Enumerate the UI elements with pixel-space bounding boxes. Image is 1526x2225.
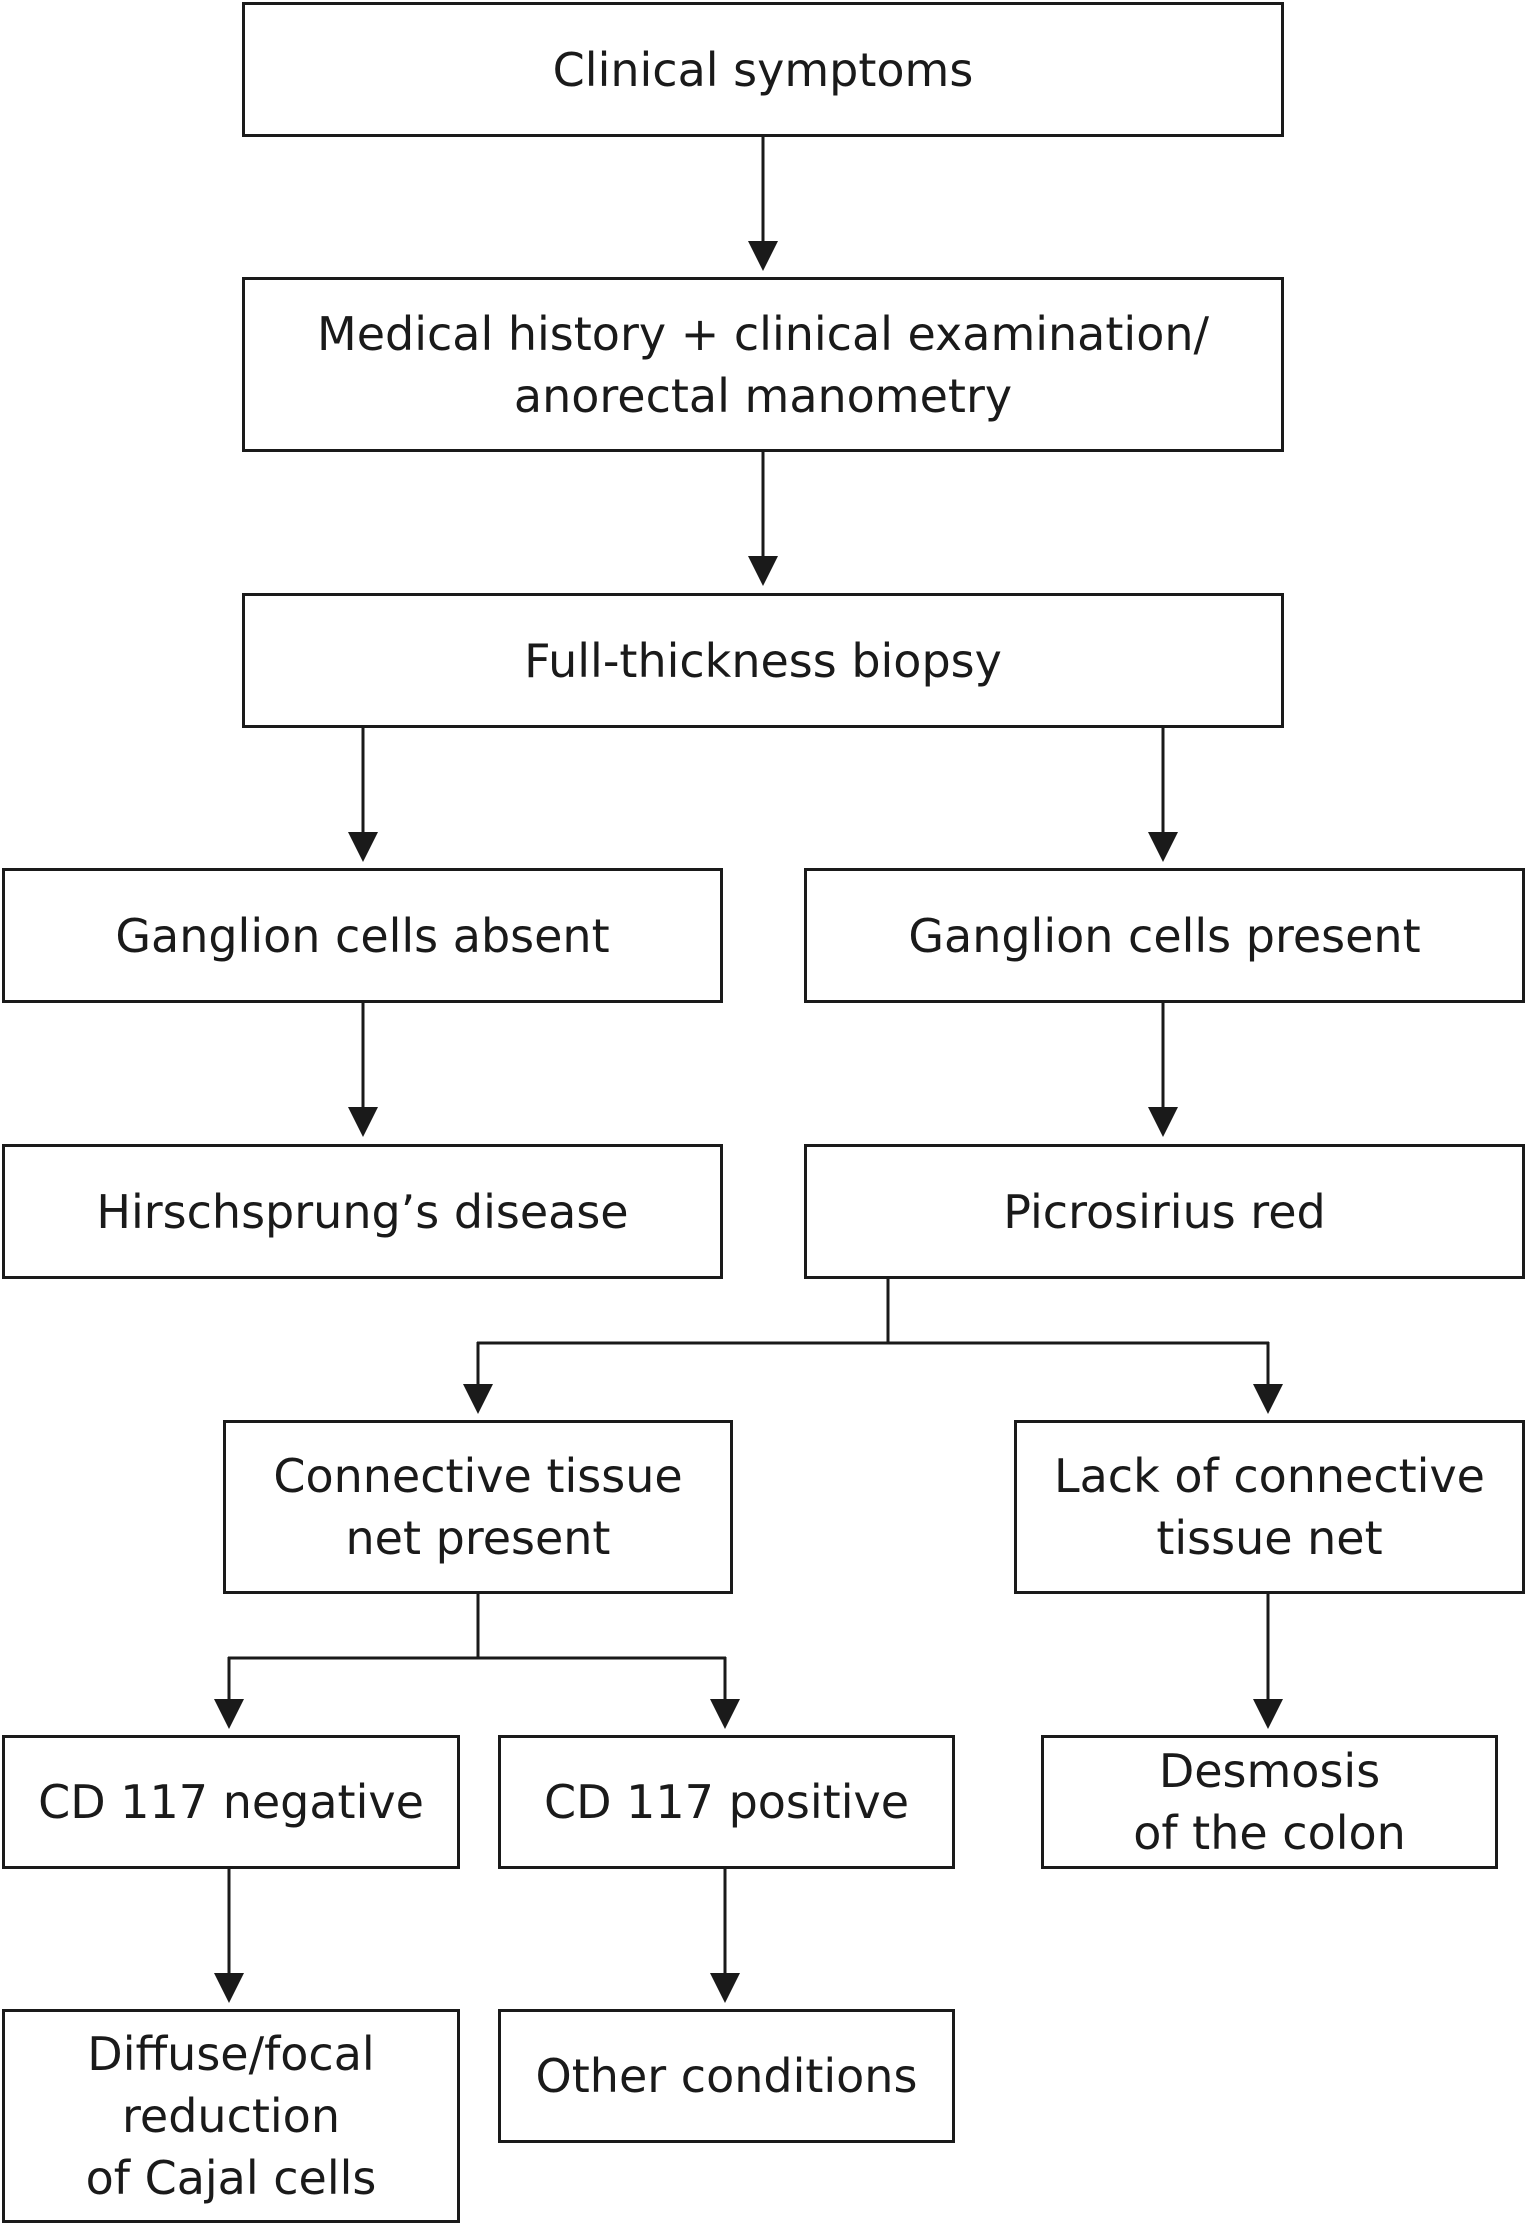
node-connective-tissue-net-present: Connective tissue net present [223, 1420, 733, 1594]
node-text-line: Hirschsprung’s disease [96, 1184, 629, 1239]
node-text-line: tissue net [1156, 1511, 1383, 1565]
node-text-line: reduction [122, 2089, 340, 2143]
node-text-line: Ganglion cells present [908, 908, 1421, 963]
node-text-line: Connective tissue [273, 1449, 683, 1503]
node-reduction-of-cajal-cells: Diffuse/focal reduction of Cajal cells [2, 2009, 460, 2223]
node-text-line: Picrosirius red [1003, 1184, 1326, 1239]
node-desmosis-of-the-colon: Desmosis of the colon [1041, 1735, 1498, 1869]
node-text-line: Clinical symptoms [552, 42, 974, 97]
node-picrosirius-red: Picrosirius red [804, 1144, 1525, 1279]
node-text-line: CD 117 negative [38, 1775, 424, 1829]
node-text-line: CD 117 positive [543, 1775, 909, 1829]
node-medical-history: Medical history + clinical examination/ … [242, 277, 1284, 452]
node-text-line: anorectal manometry [513, 368, 1013, 423]
node-text-line: Diffuse/focal [87, 2027, 375, 2081]
node-text-line: of Cajal cells [85, 2151, 377, 2205]
node-cd117-positive: CD 117 positive [498, 1735, 955, 1869]
node-ganglion-cells-present: Ganglion cells present [804, 868, 1525, 1003]
node-clinical-symptoms: Clinical symptoms [242, 2, 1284, 137]
node-hirschsprung-disease: Hirschsprung’s disease [2, 1144, 723, 1279]
node-text-line: Full-thickness biopsy [524, 633, 1002, 688]
node-text-line: Ganglion cells absent [115, 908, 610, 963]
node-other-conditions: Other conditions [498, 2009, 955, 2143]
node-full-thickness-biopsy: Full-thickness biopsy [242, 593, 1284, 728]
node-text-line: Desmosis [1158, 1744, 1381, 1798]
node-cd117-negative: CD 117 negative [2, 1735, 460, 1869]
node-text-line: Other conditions [535, 2049, 918, 2103]
node-text-line: Lack of connective [1053, 1449, 1485, 1503]
node-text-line: net present [345, 1511, 611, 1565]
node-text-line: Medical history + clinical examination/ [317, 306, 1209, 361]
node-text-line: of the colon [1133, 1806, 1406, 1860]
node-ganglion-cells-absent: Ganglion cells absent [2, 868, 723, 1003]
node-lack-of-connective-tissue-net: Lack of connective tissue net [1014, 1420, 1525, 1594]
